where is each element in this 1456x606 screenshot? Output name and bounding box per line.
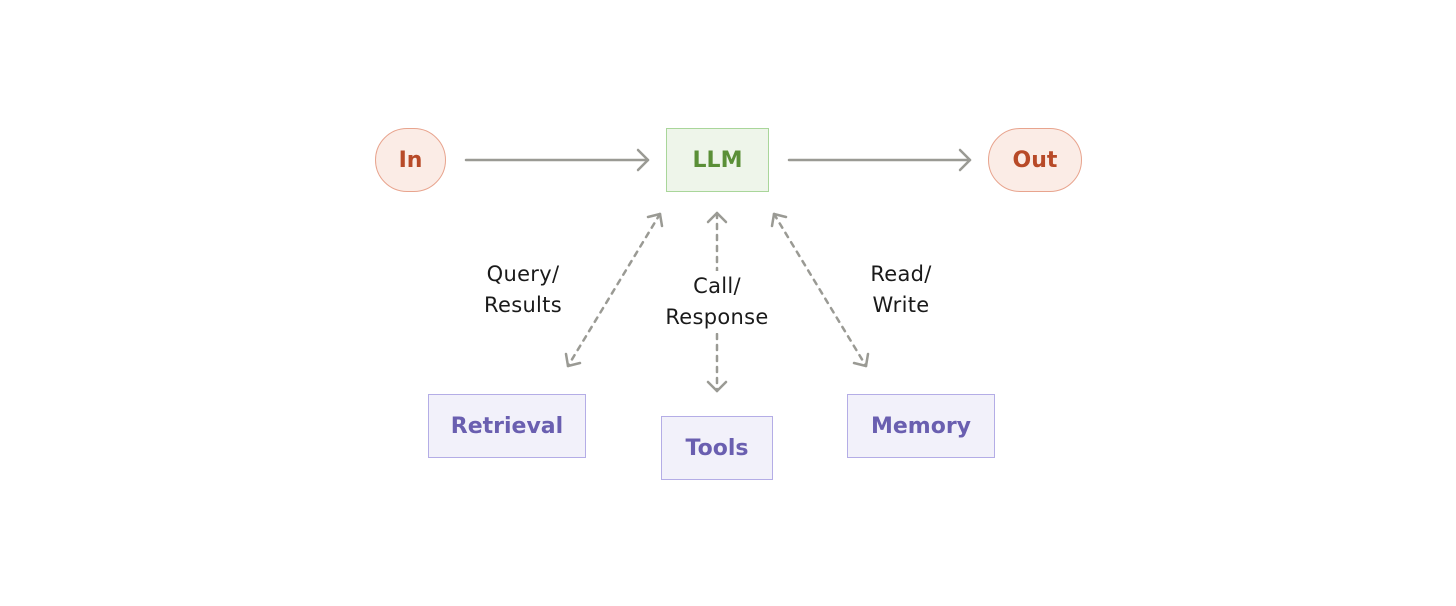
- output-node: Out: [988, 128, 1082, 192]
- call-response-label: Call/ Response: [655, 271, 779, 333]
- retrieval-node-label: Retrieval: [450, 413, 564, 439]
- llm-node: LLM: [666, 128, 769, 192]
- input-node-label: In: [398, 147, 423, 173]
- retrieval-node: Retrieval: [428, 394, 586, 458]
- query-label-line-2: Results: [484, 293, 562, 317]
- call-label-line-2: Response: [665, 305, 769, 329]
- tools-node-label: Tools: [685, 435, 749, 461]
- arrow-llm-retrieval: [564, 212, 664, 368]
- query-label-line-1: Query/: [486, 262, 560, 286]
- tools-node: Tools: [661, 416, 773, 480]
- read-label-line-2: Write: [872, 293, 930, 317]
- arrow-llm-memory: [770, 212, 870, 368]
- input-node: In: [375, 128, 446, 192]
- arrow-in-to-llm: [464, 148, 650, 172]
- read-label-line-1: Read/: [870, 262, 932, 286]
- memory-node: Memory: [847, 394, 995, 458]
- llm-node-label: LLM: [692, 147, 743, 173]
- query-results-label: Query/ Results: [463, 259, 583, 321]
- arrow-llm-to-out: [787, 148, 972, 172]
- call-label-line-1: Call/: [693, 274, 741, 298]
- output-node-label: Out: [1012, 147, 1058, 173]
- memory-node-label: Memory: [870, 413, 972, 439]
- read-write-label: Read/ Write: [846, 259, 956, 321]
